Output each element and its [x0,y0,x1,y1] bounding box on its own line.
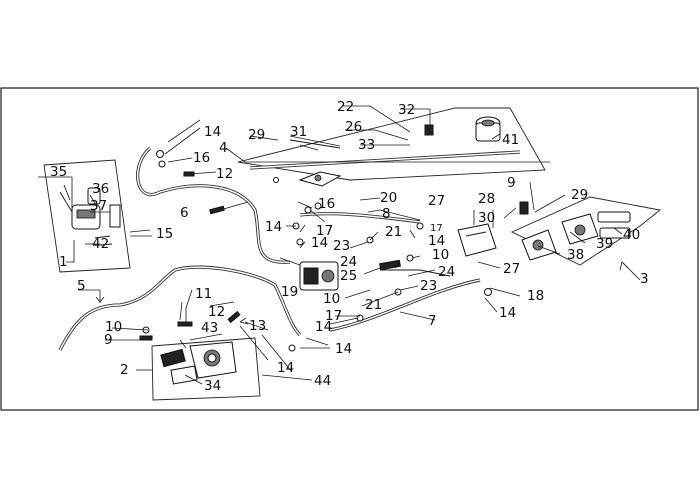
label-21a: 21 [385,224,402,240]
label-28: 28 [478,191,495,207]
fasteners-bolts-washers [139,150,529,352]
label-8: 8 [382,206,391,222]
brake-hose-front-lower [58,265,302,351]
label-10b: 10 [323,291,340,307]
label-38: 38 [567,247,584,263]
group-outline-rear-caliper [510,196,662,266]
label-43: 43 [201,320,218,336]
group-outline-rear-master-cylinder [43,159,131,273]
label-19: 19 [281,284,298,300]
label-3: 3 [640,271,649,287]
label-14a: 14 [204,124,221,140]
label-23b: 23 [420,278,437,294]
label-12b: 12 [208,304,225,320]
label-17c: 17 [325,308,342,324]
label-24a: 24 [340,254,357,270]
brake-lever-switch-parts [289,124,434,187]
label-25: 25 [340,268,357,284]
label-17a: 17 [316,223,333,239]
leader-lines [38,105,641,385]
label-23a: 23 [333,238,350,254]
label-4: 4 [219,140,228,156]
brake-hose-front-upper [136,146,291,264]
label-14c: 14 [311,235,328,251]
label-41: 41 [502,132,519,148]
label-14e: 14 [315,319,332,335]
label-16a: 16 [193,150,210,166]
label-2: 2 [120,362,129,378]
label-31: 31 [290,124,307,140]
label-16b: 16 [318,196,335,212]
diagram-frame [0,87,699,411]
label-13: 13 [249,318,266,334]
brake-pipe-long [249,150,521,170]
label-22: 22 [337,99,354,115]
label-6: 6 [180,205,189,221]
label-30: 30 [478,210,495,226]
label-14d: 14 [428,233,445,249]
label-29a: 29 [248,127,265,143]
label-14h: 14 [499,305,516,321]
label-36: 36 [92,181,109,197]
label-17b: 17 [430,223,443,234]
rear-master-cylinder-body [59,184,121,246]
brake-hose-middle [299,212,421,224]
callout-labels: 1 2 3 4 5 6 7 8 9 9 10 10 10 11 12 12 13… [50,99,649,394]
label-5: 5 [77,278,86,294]
label-29b: 29 [571,187,588,203]
label-12a: 12 [216,166,233,182]
label-11: 11 [195,286,212,302]
label-27b: 27 [503,261,520,277]
label-21b: 21 [365,297,382,313]
rear-brake-caliper [521,211,631,261]
label-44: 44 [314,373,331,389]
front-brake-caliper [160,341,237,385]
label-26: 26 [345,119,362,135]
label-40: 40 [623,227,640,243]
label-10a: 10 [105,319,122,335]
label-1: 1 [59,254,68,270]
brake-fluid-reservoir-rear [457,223,497,257]
label-18: 18 [527,288,544,304]
group-outline-front-caliper [151,337,261,401]
hose-connector-lines [279,257,451,277]
label-14g: 14 [277,360,294,376]
label-15: 15 [156,226,173,242]
label-42: 42 [92,236,109,252]
label-34: 34 [204,378,221,394]
label-37: 37 [90,198,107,214]
group-outline-front-master-cylinder [237,107,546,181]
label-35: 35 [50,164,67,180]
label-33: 33 [358,137,375,153]
label-7: 7 [428,313,437,329]
label-27a: 27 [428,193,445,209]
label-10c: 10 [432,247,449,263]
abs-modulator-unit [299,261,339,291]
label-9b: 9 [104,332,113,348]
brake-hose-rear [329,278,481,332]
label-14b: 14 [265,219,282,235]
label-39: 39 [596,236,613,252]
label-24b: 24 [438,264,455,280]
label-14f: 14 [335,341,352,357]
label-32: 32 [398,102,415,118]
label-20: 20 [380,190,397,206]
label-9a: 9 [507,175,516,191]
front-master-cylinder-reservoir [475,116,501,142]
